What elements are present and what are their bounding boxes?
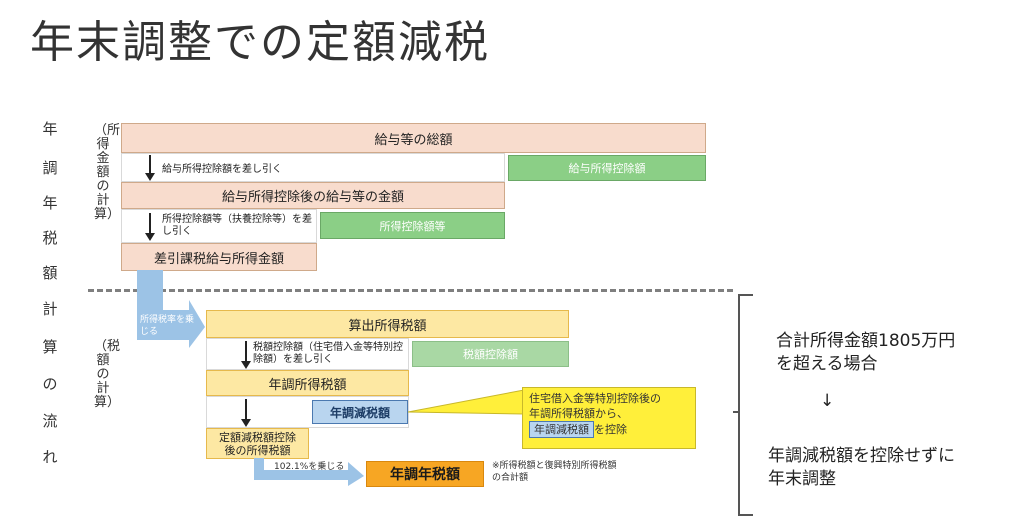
note-multiply: 102.1%を乗じる	[274, 462, 345, 472]
arrow-down-icon	[145, 155, 155, 181]
left-col-char: 算	[42, 338, 58, 356]
group-label-tax: （税額の計算）	[94, 339, 121, 410]
note-rate: 所得税率を乗じる	[140, 315, 195, 337]
left-col-char: 年	[42, 194, 58, 212]
callout-line2: 年調所得税額から、	[529, 407, 628, 420]
box-nencho-shotoku: 年調所得税額	[206, 370, 409, 396]
box-nencho-nenzei: 年調年税額	[366, 461, 484, 487]
box-after-kyuyo: 給与所得控除後の給与等の金額	[121, 182, 505, 209]
arrow-down-icon	[241, 341, 251, 369]
left-col-char: 年	[42, 120, 58, 138]
callout-pointer-icon	[408, 390, 525, 415]
left-col-char: の	[42, 375, 58, 393]
right-line1: 合計所得金額1805万円	[776, 331, 956, 351]
note-sub3: 税額控除額（住宅借入金等特別控除額）を差し引く	[206, 338, 409, 370]
callout-tag: 年調減税額	[529, 421, 594, 438]
box-shotoku-koujo: 所得控除額等	[320, 212, 505, 239]
left-col-char: れ	[42, 448, 58, 466]
right-line4: 年末調整	[768, 469, 836, 489]
callout-line1: 住宅借入金等特別控除後の	[529, 392, 661, 405]
box-zeigaku-koujo: 税額控除額	[412, 341, 569, 367]
note-sub2: 所得控除額等（扶養控除等）を差し引く	[121, 209, 317, 243]
section-divider	[88, 289, 733, 292]
box-sanshutsu: 算出所得税額	[206, 310, 569, 338]
box-kyuyo-total: 給与等の総額	[121, 123, 706, 153]
multiply-arrow-icon	[254, 458, 364, 486]
arrow-down-icon	[241, 399, 251, 427]
note-footnote: ※所得税額と復興特別所得税額の合計額	[492, 461, 617, 483]
box-kyuyo-deduction: 給与所得控除額	[508, 155, 706, 181]
box-nencho-genzei: 年調減税額	[312, 400, 408, 424]
right-line2: を超える場合	[776, 354, 878, 374]
left-col-char: 税	[42, 229, 58, 247]
bracket-icon	[733, 294, 753, 516]
right-line3: 年調減税額を控除せずに	[768, 446, 955, 466]
box-sashihiki: 差引課税給与所得金額	[121, 243, 317, 271]
bent-arrow-icon	[137, 270, 205, 348]
callout-line3: 年調減税額を控除	[529, 421, 689, 438]
left-col-char: 調	[42, 159, 58, 177]
page-title: 年末調整での定額減税	[30, 17, 490, 68]
group-label-income: （所得金額の計算）	[94, 123, 121, 222]
left-col-char: 計	[42, 300, 58, 318]
left-col-char: 流	[42, 412, 58, 430]
box-teigaku: 定額減税額控除後の所得税額	[206, 428, 309, 459]
callout-box: 住宅借入金等特別控除後の 年調所得税額から、 年調減税額を控除	[522, 387, 696, 449]
arrow-down-icon	[145, 213, 155, 241]
right-arrow: ↓	[820, 391, 835, 411]
left-col-char: 額	[42, 264, 58, 282]
callout-suffix: を控除	[594, 423, 627, 436]
note-sub1: 給与所得控除額を差し引く	[121, 153, 505, 182]
